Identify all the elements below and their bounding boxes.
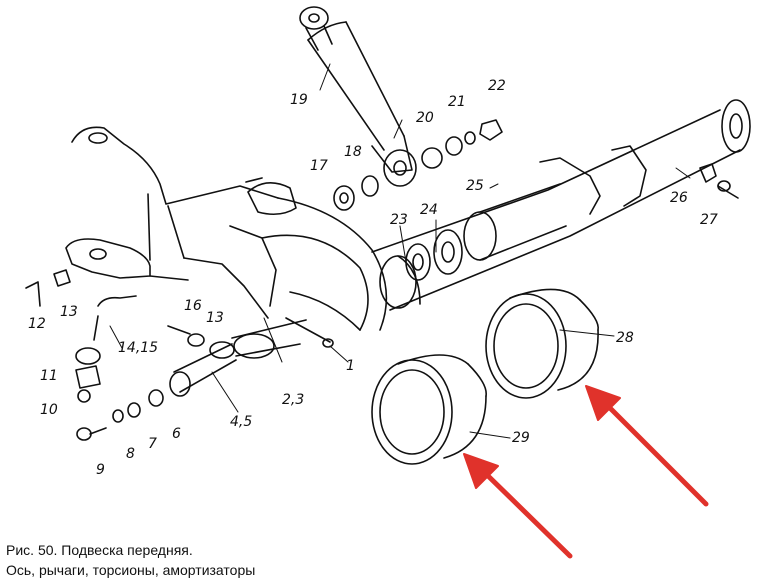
red-arrow-left <box>479 467 573 559</box>
part-label-20: 20 <box>416 110 434 126</box>
figure-caption-title: Рис. 50. Подвеска передняя. <box>6 542 193 558</box>
red-arrow-right-head <box>585 385 621 421</box>
small-hardware <box>25 119 739 441</box>
part-label-4-5: 4,5 <box>230 414 252 430</box>
part-label-25: 25 <box>466 178 484 194</box>
part-label-11: 11 <box>40 368 58 384</box>
part-label-19: 19 <box>290 92 308 108</box>
part-label-27: 27 <box>700 212 718 228</box>
part-label-28: 28 <box>616 330 634 346</box>
part-label-12: 12 <box>28 316 46 332</box>
hub-housing <box>169 197 388 397</box>
part-label-9: 9 <box>96 462 105 478</box>
part-label-21: 21 <box>448 94 466 110</box>
part-label-29: 29 <box>512 430 530 446</box>
part-label-13-right: 13 <box>206 310 224 326</box>
part-label-16: 16 <box>184 298 202 314</box>
part-label-22: 22 <box>488 78 506 94</box>
bushing-28 <box>485 288 599 399</box>
part-label-23: 23 <box>390 212 408 228</box>
part-label-6: 6 <box>172 426 181 442</box>
part-label-10: 10 <box>40 402 58 418</box>
part-label-13-left: 13 <box>60 304 78 320</box>
highlight-arrows <box>463 385 709 559</box>
red-arrow-right <box>601 399 709 507</box>
part-label-18: 18 <box>344 144 362 160</box>
axle-tube <box>371 99 751 311</box>
part-label-2-3: 2,3 <box>282 392 304 408</box>
red-arrow-left-head <box>463 453 499 489</box>
part-label-8: 8 <box>126 446 135 462</box>
part-labels: 1 2,3 4,5 6 7 8 9 10 11 12 13 13 14,15 1… <box>28 78 718 478</box>
part-label-24: 24 <box>420 202 438 218</box>
bushing-29 <box>371 354 487 465</box>
part-label-17: 17 <box>310 158 328 174</box>
part-label-7: 7 <box>148 436 157 452</box>
part-label-1: 1 <box>346 358 355 374</box>
part-label-26: 26 <box>670 190 688 206</box>
part-label-14-15: 14,15 <box>118 340 158 356</box>
trailing-arm-bracket <box>65 126 297 319</box>
leader-lines <box>109 63 691 439</box>
shock-absorber <box>299 6 417 187</box>
figure-caption-subtitle: Ось, рычаги, торсионы, амортизаторы <box>6 562 256 578</box>
